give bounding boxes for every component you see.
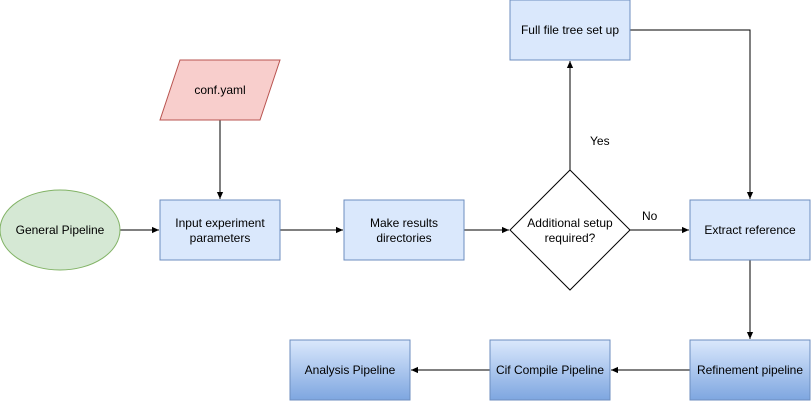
node-cif-compile-pipeline-label: Cif Compile Pipeline — [496, 363, 604, 377]
node-make-results-directories-label-line2: directories — [376, 231, 431, 245]
node-cif-compile-pipeline[interactable]: Cif Compile Pipeline — [489, 339, 611, 401]
node-full-file-tree-label: Full file tree set up — [521, 23, 619, 37]
edges — [120, 29, 754, 374]
edge-label-no: No — [642, 209, 658, 223]
node-make-results-directories[interactable]: Make results directories — [343, 199, 465, 261]
node-extract-reference-label: Extract reference — [704, 223, 796, 237]
node-refinement-pipeline[interactable]: Refinement pipeline — [689, 339, 811, 401]
node-general-pipeline[interactable]: General Pipeline — [0, 189, 121, 271]
node-additional-setup-label-line1: Additional setup — [527, 216, 613, 230]
node-analysis-pipeline-label: Analysis Pipeline — [305, 363, 396, 377]
node-full-file-tree[interactable]: Full file tree set up — [509, 0, 631, 61]
node-input-parameters[interactable]: Input experiment parameters — [159, 199, 281, 261]
node-general-pipeline-label: General Pipeline — [16, 223, 105, 237]
node-additional-setup-decision[interactable]: Additional setup required? — [509, 169, 631, 291]
node-extract-reference[interactable]: Extract reference — [689, 199, 811, 261]
node-additional-setup-label-line2: required? — [545, 231, 596, 245]
edge-filetree-to-extract — [630, 29, 754, 199]
node-conf-yaml-label: conf.yaml — [194, 83, 245, 97]
node-analysis-pipeline[interactable]: Analysis Pipeline — [289, 339, 411, 401]
node-make-results-directories-label-line1: Make results — [370, 216, 438, 230]
edge-label-yes: Yes — [590, 134, 610, 148]
node-conf-yaml[interactable]: conf.yaml — [159, 59, 281, 121]
node-refinement-pipeline-label: Refinement pipeline — [697, 363, 803, 377]
node-input-parameters-label-line2: parameters — [190, 231, 251, 245]
node-input-parameters-label-line1: Input experiment — [175, 216, 265, 230]
